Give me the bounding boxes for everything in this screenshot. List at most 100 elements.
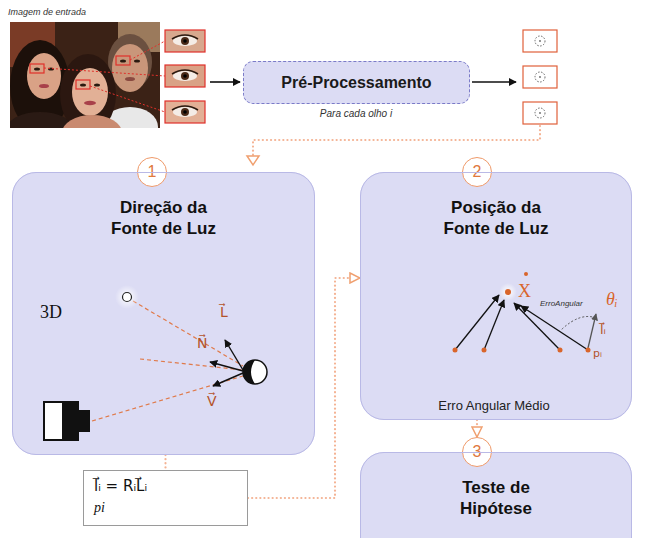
eye [80,83,86,86]
face [27,53,61,99]
camera-body [44,402,78,440]
processed-eye [523,66,557,88]
face [72,68,108,116]
crop-frame [165,65,205,87]
mouth [125,77,135,81]
iris [181,37,189,45]
pupil [183,74,187,78]
eye [94,83,100,86]
processed-eye [523,102,557,124]
camera-body [62,402,78,440]
light-source [123,293,132,302]
light-direction-scene [44,285,267,440]
stage-title: Direção da Fonte de Luz [99,197,229,240]
angle-symbol: θᵢ [606,289,618,311]
vector-label: V⃗ [207,393,217,410]
point-label: pᵢ [593,347,602,360]
input-caption: Imagem de entrada [8,7,86,18]
eye-point [482,348,487,353]
output-frame [523,102,557,124]
iris-center [539,112,541,114]
pupil [183,110,187,114]
eyelash [172,106,198,110]
output-frame [523,30,557,52]
crop-frame [165,101,205,123]
eye-crop [165,65,205,87]
eyelash [172,35,198,39]
space-label: 3D [40,302,62,324]
vector-arrow [225,340,243,370]
eye-crop-box [76,80,90,89]
vector-label: L⃗ [220,304,228,321]
eye-white [173,36,197,46]
connector-group [166,278,478,498]
eye-white [173,71,197,81]
crop-leader [90,86,165,112]
dotted-connector [476,420,478,437]
panel-fill [360,452,632,538]
hollow-arrowhead [247,156,259,165]
stage-title: Teste de Hipótese [431,477,561,520]
panel-fill [12,172,315,455]
iris-center [539,76,541,78]
iris-outline [535,108,545,118]
formula-text: l⃗ᵢ = RᵢL⃗ᵢ [94,477,237,497]
mouth [39,84,49,88]
light-glow [115,285,139,309]
eye [134,59,140,62]
iris-outline [535,36,545,46]
process-title: Pré-Processamento [281,74,431,92]
stage-panel: Posição da Fonte de Luz [360,172,632,420]
iris [181,72,189,80]
metric-label: Erro Angular Médio [438,398,549,414]
eyeball [243,360,267,384]
angle-label: ErroAngular [540,299,583,309]
mouth [84,101,96,105]
dotted-connector [164,455,166,470]
direction-arrow [484,300,504,350]
ray [140,359,243,370]
direction-arrow [455,295,499,350]
iris-center [539,40,541,42]
eye-point [558,348,563,353]
angle-arc [561,317,596,331]
processed-eye [523,30,557,52]
light-point [505,289,511,295]
flow-arrow [472,81,516,83]
stage-title: Posição da Fonte de Luz [431,197,561,240]
eye-white [173,107,197,117]
iris [243,360,255,384]
vector-label: l⃗ᵢ [600,322,606,338]
eye-point [586,348,591,353]
point-symbol: pi [94,500,237,516]
crop-leader [130,41,165,60]
iris [181,108,189,116]
direction-arrow [521,306,588,350]
eye-point [453,348,458,353]
direction-arrow [588,314,596,348]
process-box: Pré-Processamento [243,61,470,104]
eye-crop [165,101,205,123]
face [112,44,148,92]
body [62,115,122,128]
flow-arrow [210,81,240,83]
light-position-scene [453,272,597,353]
iris-outline [535,72,545,82]
crop-leader [44,68,165,76]
light-glow [499,283,517,301]
pupil [183,39,187,43]
formula-box: l⃗ᵢ = RᵢL⃗ᵢ pi [83,470,248,526]
eyelash [172,70,198,74]
camera-lens [78,410,90,432]
estimate-dot [524,272,528,276]
output-frame [523,66,557,88]
vector-label: N⃗ [197,335,207,352]
stage-panel: Teste de Hipótese [360,452,632,538]
dotted-flow [253,126,540,156]
vector-arrow [213,373,243,386]
estimate-mark: X [518,281,531,303]
eye [120,59,126,62]
